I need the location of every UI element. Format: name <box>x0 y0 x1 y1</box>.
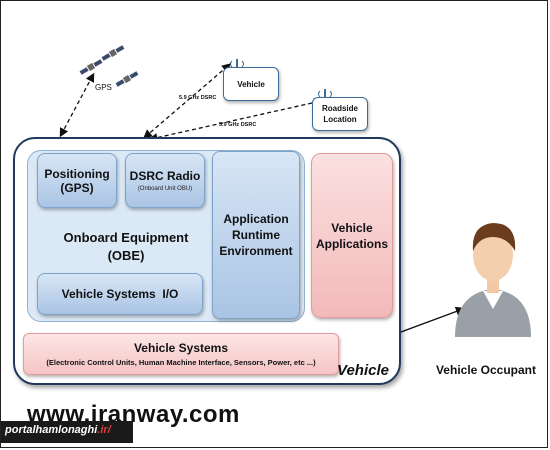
obe-title-line2: (OBE) <box>107 248 145 263</box>
runtime-line3: Environment <box>219 244 293 258</box>
roadside-line1: Roadside <box>321 104 358 113</box>
dsrc-title: DSRC Radio <box>129 169 201 183</box>
dsrc-subtitle: (Onboard Unit OBU) <box>137 186 193 192</box>
vehicle-systems-box: Vehicle Systems (Electronic Control Unit… <box>23 333 339 375</box>
obe-title: Onboard Equipment (OBE) <box>41 227 211 267</box>
portal-banner <box>1 421 133 443</box>
dsrc-link-label-2: 5.9 GHz DSRC <box>219 122 257 128</box>
dsrc-link-label-1: 5.9 GHz DSRC <box>179 95 217 101</box>
vehicle-apps-line1: Vehicle <box>331 220 373 235</box>
dsrc-vehicle-link-arrow <box>143 63 231 139</box>
positioning-label: Positioning <box>44 166 110 181</box>
vehicle-systems-io-box: Vehicle Systems I/O <box>37 273 203 315</box>
roadside-line2: Location <box>323 115 357 124</box>
satellite-icon <box>79 59 103 75</box>
gps-label: GPS <box>95 83 112 92</box>
person-icon <box>455 223 531 337</box>
dsrc-radio-box: DSRC Radio (Onboard Unit OBU) <box>125 153 205 208</box>
positioning-sub-label: (GPS) <box>60 180 94 195</box>
remote-vehicle-label: Vehicle <box>237 79 265 89</box>
satellite-icon <box>115 71 139 87</box>
runtime-line2: Runtime <box>232 228 280 242</box>
portal-name: portalhamlonaghi <box>5 424 98 436</box>
vehicle-occupant-label: Vehicle Occupant <box>435 363 537 377</box>
vehicle-systems-title: Vehicle Systems <box>133 341 229 355</box>
vehicle-apps-line2: Applications <box>315 236 388 251</box>
portal-tld: .ir/ <box>97 424 111 436</box>
obe-title-line1: Onboard Equipment <box>63 230 189 245</box>
dsrc-roadside-link-arrow <box>148 97 324 143</box>
satellite-icon <box>101 45 125 61</box>
application-runtime-box: Application Runtime Environment <box>212 151 300 319</box>
portal-link[interactable]: portalhamlonaghi.ir/ <box>5 424 111 436</box>
vehicle-applications-box: Vehicle Applications <box>311 153 393 318</box>
remote-vehicle-box: Vehicle <box>223 67 279 101</box>
gps-link-arrow <box>59 72 95 138</box>
runtime-line1: Application <box>223 212 289 226</box>
positioning-gps-box: Positioning (GPS) <box>37 153 117 208</box>
roadside-location-box: Roadside Location <box>312 97 368 131</box>
vehicle-systems-subtitle: (Electronic Control Units, Human Machine… <box>46 358 316 367</box>
vehicle-label: Vehicle <box>337 361 389 379</box>
vsio-label: Vehicle Systems I/O <box>61 287 179 301</box>
